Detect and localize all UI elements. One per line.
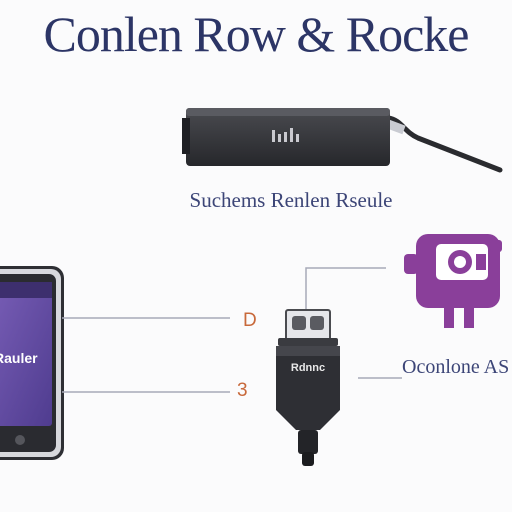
streaming-stick-icon [182,108,503,173]
plug-label: Rdnnc [290,362,326,374]
camera-projector-icon [404,234,502,328]
streaming-stick-label: Suchems Renlen Rseule [189,188,393,212]
connector-lines [62,267,402,393]
port-label-a: D [243,310,257,331]
connector-label: Oconlone AS [402,356,510,378]
port-label-b: 3 [237,380,248,401]
smartphone-icon [0,266,64,460]
page-title: Conlen Row & Rocke [43,6,469,62]
hdmi-plug-icon [276,309,340,466]
phone-screen-text: Rauler [0,350,38,366]
